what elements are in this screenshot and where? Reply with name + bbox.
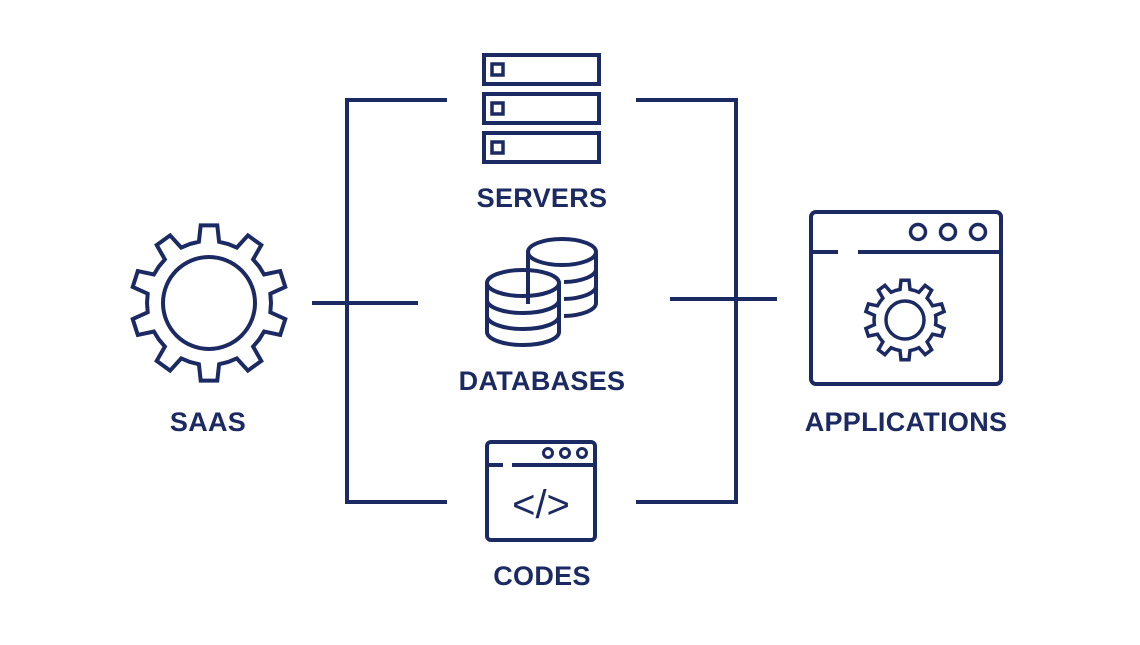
servers-label: SERVERS	[476, 183, 608, 213]
saas-label: SAAS	[169, 407, 247, 437]
edge-codes-applications	[636, 299, 738, 504]
gear-icon	[130, 223, 288, 383]
codes-label: CODES	[493, 561, 591, 591]
edge-saas-servers	[345, 98, 447, 303]
edge-saas-codes	[345, 303, 447, 504]
code-glyph: </>	[512, 483, 570, 527]
edge-servers-applications	[636, 98, 738, 299]
database-icon	[485, 237, 599, 347]
applications-label: APPLICATIONS	[804, 407, 1008, 437]
databases-label: DATABASES	[458, 366, 626, 396]
code-window-icon: </>	[485, 440, 597, 542]
app-window-gear-icon	[809, 210, 1003, 386]
connectors	[312, 98, 777, 504]
server-rack-icon	[482, 53, 601, 164]
